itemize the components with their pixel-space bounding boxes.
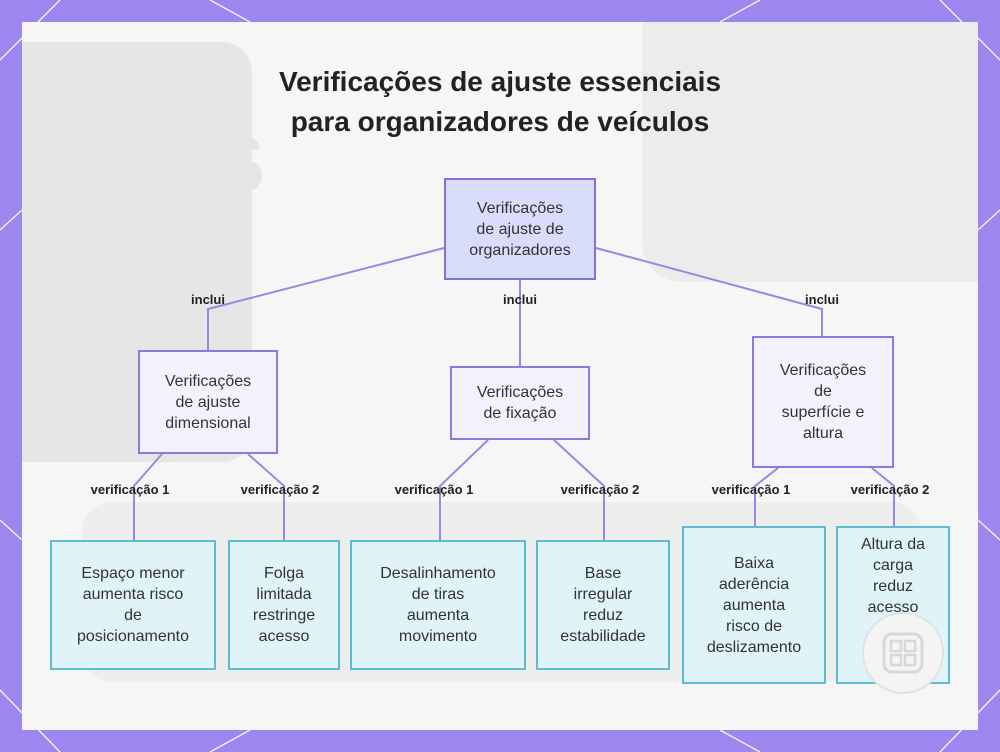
edge-label: inclui (805, 292, 839, 307)
node-text-line: reduz (582, 607, 624, 624)
node-text-line: de fixação (483, 405, 557, 422)
node-text-line: aderência (718, 575, 790, 593)
node-text-line: carga (872, 557, 913, 574)
check-node: Base irregular reduz estabilidade (536, 540, 670, 670)
category-node-surface-height: Verificações de superfície e altura (752, 336, 894, 468)
node-text-line: irregular (573, 586, 633, 603)
edge-label: verificação 2 (560, 482, 640, 497)
edge-label: verificação 1 (711, 482, 791, 497)
node-text-line: limitada (256, 586, 312, 603)
node-text-line: reduz (872, 578, 913, 595)
node-text-line: estabilidade (560, 628, 646, 645)
node-text-line: Verificações (476, 384, 564, 401)
edge-label: verificação 1 (394, 482, 474, 497)
node-text-line: de ajuste de (476, 220, 564, 238)
edge-label: verificação 2 (850, 482, 930, 497)
node-text-line: Folga (263, 565, 305, 582)
node-text-line: aumenta risco (82, 586, 184, 603)
check-node: Baixa aderência aumenta risco de desliza… (682, 526, 826, 684)
node-text-line: deslizamento (706, 638, 802, 656)
title-line: para organizadores de veículos (290, 106, 710, 137)
title-line: Verificações de ajuste essenciais (278, 66, 722, 97)
node-text-line: aumenta (406, 607, 470, 624)
connector (247, 453, 285, 540)
category-node-fixation: Verificações de fixação (450, 366, 590, 440)
node-text-line: posicionamento (76, 628, 190, 645)
category-node-dimensional: Verificações de ajuste dimensional (138, 350, 278, 454)
node-text-line: risco de (725, 617, 783, 635)
check-node: Desalinhamento de tiras aumenta moviment… (350, 540, 526, 670)
root-node: Verificações de ajuste de organizadores (444, 178, 596, 280)
node-text-line: restringe (252, 607, 316, 624)
edge-label: verificação 2 (240, 482, 320, 497)
check-node: Folga limitada restringe acesso (228, 540, 340, 670)
check-node: Espaço menor aumenta risco de posicionam… (50, 540, 216, 670)
edge-label: inclui (191, 292, 225, 307)
grid-logo-glyph (882, 632, 924, 674)
diagram-title: Verificações de ajuste essenciais para o… (22, 62, 978, 142)
node-text-line: dimensional (165, 414, 251, 432)
connector (595, 247, 823, 336)
node-text-line: Altura da (860, 536, 926, 553)
node-text-line: organizadores (469, 241, 571, 259)
grid-logo-icon (862, 612, 944, 694)
edge-label: verificação 1 (90, 482, 170, 497)
connector (133, 453, 163, 540)
node-text-line: de (124, 607, 142, 624)
node-text-line: acesso (258, 628, 310, 645)
node-text-line: superfície e (781, 404, 865, 421)
node-text-line: aumenta (722, 596, 786, 614)
connector (553, 439, 605, 540)
node-text-line: altura (802, 425, 843, 442)
node-text-line: movimento (398, 628, 478, 645)
connector (754, 467, 779, 526)
node-text-line: Verificações (476, 199, 564, 217)
background-watermark-text: zers (40, 94, 269, 217)
node-text-line: de (814, 383, 832, 400)
connector (439, 439, 489, 540)
node-text-line: Verificações (779, 362, 867, 379)
node-text-line: Verificações (164, 372, 252, 390)
node-text-line: de ajuste (175, 393, 241, 411)
background-photo-shape (642, 22, 978, 282)
node-text-line: Desalinhamento (380, 565, 496, 582)
node-text-line: Base (584, 565, 622, 582)
node-text-line: Espaço menor (81, 565, 185, 582)
edge-label: inclui (503, 292, 537, 307)
connector-lines (133, 247, 895, 540)
connector (871, 467, 895, 526)
diagram-card: zers Verificações de ajuste essenciais p… (22, 22, 978, 730)
connector (207, 247, 445, 350)
node-text-line: de tiras (411, 586, 465, 603)
node-text-line: Baixa (733, 554, 775, 572)
node-text-line: acesso (867, 599, 919, 616)
